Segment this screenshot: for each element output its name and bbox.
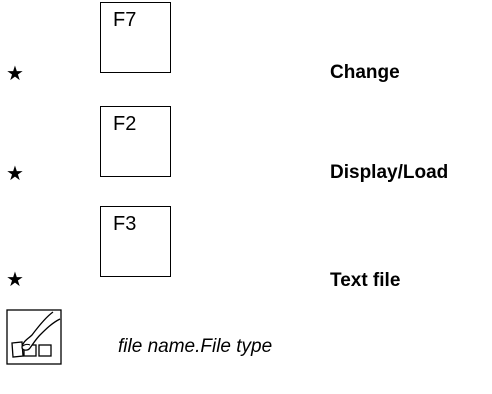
function-key-f7: F7	[100, 2, 171, 73]
action-label: Display/Load	[330, 162, 449, 183]
action-label: Text file	[330, 270, 401, 291]
function-key-label: F3	[113, 213, 137, 235]
star-bullet-icon: ★	[6, 269, 24, 291]
star-bullet-icon: ★	[6, 63, 24, 85]
function-key-label: F7	[113, 9, 137, 31]
file-type-placeholder: .File type	[195, 336, 273, 357]
file-name-placeholder: file name	[118, 336, 196, 357]
keyboard-input-icon	[6, 309, 101, 389]
function-key-label: F2	[113, 113, 137, 135]
file-name-entry: file name.File type	[118, 336, 272, 358]
function-key-f3: F3	[100, 206, 171, 277]
function-key-f2: F2	[100, 106, 171, 177]
action-label: Change	[330, 62, 400, 83]
star-bullet-icon: ★	[6, 163, 24, 185]
